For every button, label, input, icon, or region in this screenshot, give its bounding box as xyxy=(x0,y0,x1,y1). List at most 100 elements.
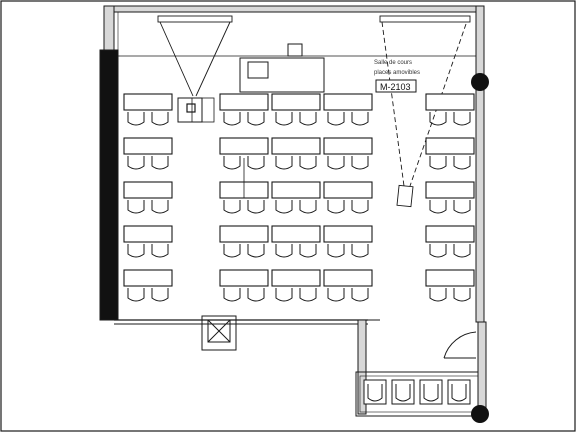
room-walls xyxy=(99,5,487,419)
room-number: M-2103 xyxy=(380,82,411,92)
chair xyxy=(429,156,447,170)
chair-outline xyxy=(299,288,317,302)
chair-outline xyxy=(351,200,369,214)
chair-outline xyxy=(151,244,169,258)
lectern xyxy=(239,43,325,93)
chair xyxy=(299,156,317,170)
chair-outline xyxy=(453,244,471,258)
chair xyxy=(453,112,471,126)
chair xyxy=(151,156,169,170)
chair xyxy=(327,244,345,258)
seat-frame xyxy=(447,379,471,405)
chair xyxy=(247,156,265,170)
chair xyxy=(151,244,169,258)
chair xyxy=(351,288,369,302)
chair xyxy=(247,244,265,258)
chair xyxy=(299,244,317,258)
chair-outline xyxy=(299,156,317,170)
chair xyxy=(327,288,345,302)
chair-outline xyxy=(223,112,241,126)
seat-outline xyxy=(451,384,467,402)
chair-outline xyxy=(351,244,369,258)
chair xyxy=(351,200,369,214)
chair-outline xyxy=(151,156,169,170)
chair xyxy=(429,200,447,214)
table-with-chairs xyxy=(425,225,475,258)
chair-outline xyxy=(327,244,345,258)
chair-outline xyxy=(327,112,345,126)
alcove-seat xyxy=(419,379,443,405)
chair xyxy=(429,244,447,258)
table-with-chairs xyxy=(219,93,269,126)
table xyxy=(323,181,373,199)
window-wall xyxy=(99,49,119,321)
chair xyxy=(127,244,145,258)
table xyxy=(123,93,173,111)
chair xyxy=(127,156,145,170)
chair xyxy=(275,156,293,170)
chair-outline xyxy=(247,156,265,170)
table-with-chairs xyxy=(425,269,475,302)
room-description-line2: places amovibles xyxy=(374,70,420,76)
chair xyxy=(299,112,317,126)
chair-outline xyxy=(299,244,317,258)
table-with-chairs xyxy=(123,93,173,126)
chair-outline xyxy=(453,288,471,302)
chair-outline xyxy=(127,156,145,170)
chair xyxy=(223,244,241,258)
chair xyxy=(351,244,369,258)
chair-outline xyxy=(223,200,241,214)
chair-outline xyxy=(151,112,169,126)
chair xyxy=(275,200,293,214)
chair-outline xyxy=(351,112,369,126)
seat-outline xyxy=(395,384,411,402)
chair-outline xyxy=(275,244,293,258)
chair-outline xyxy=(247,288,265,302)
table xyxy=(271,93,321,111)
chair-outline xyxy=(327,288,345,302)
chair xyxy=(151,288,169,302)
table-with-chairs xyxy=(271,93,321,126)
chair xyxy=(223,112,241,126)
seating-area xyxy=(123,93,475,405)
chair-outline xyxy=(275,200,293,214)
table xyxy=(425,93,475,111)
exit-marker xyxy=(201,315,237,351)
chair xyxy=(429,112,447,126)
table xyxy=(425,225,475,243)
chair-outline xyxy=(453,200,471,214)
chair-outline xyxy=(223,288,241,302)
chair-outline xyxy=(275,112,293,126)
chair xyxy=(247,112,265,126)
table xyxy=(123,225,173,243)
chair xyxy=(299,288,317,302)
chair-outline xyxy=(429,244,447,258)
chair-outline xyxy=(127,200,145,214)
table xyxy=(323,269,373,287)
alcove-seat xyxy=(447,379,471,405)
chair-outline xyxy=(247,200,265,214)
room-description-line1: Salle de cours xyxy=(374,60,412,66)
table xyxy=(323,137,373,155)
table xyxy=(123,269,173,287)
chair xyxy=(351,112,369,126)
table xyxy=(425,181,475,199)
chair xyxy=(351,156,369,170)
seat-frame xyxy=(419,379,443,405)
chair-outline xyxy=(351,156,369,170)
table xyxy=(123,137,173,155)
table-with-chairs xyxy=(425,137,475,170)
projector-right xyxy=(379,15,471,208)
table xyxy=(271,269,321,287)
table xyxy=(219,269,269,287)
chair xyxy=(127,200,145,214)
chair xyxy=(453,200,471,214)
chair-outline xyxy=(453,156,471,170)
table-with-chairs xyxy=(271,181,321,214)
table xyxy=(219,137,269,155)
table xyxy=(271,137,321,155)
table-with-chairs xyxy=(425,181,475,214)
chair xyxy=(223,200,241,214)
